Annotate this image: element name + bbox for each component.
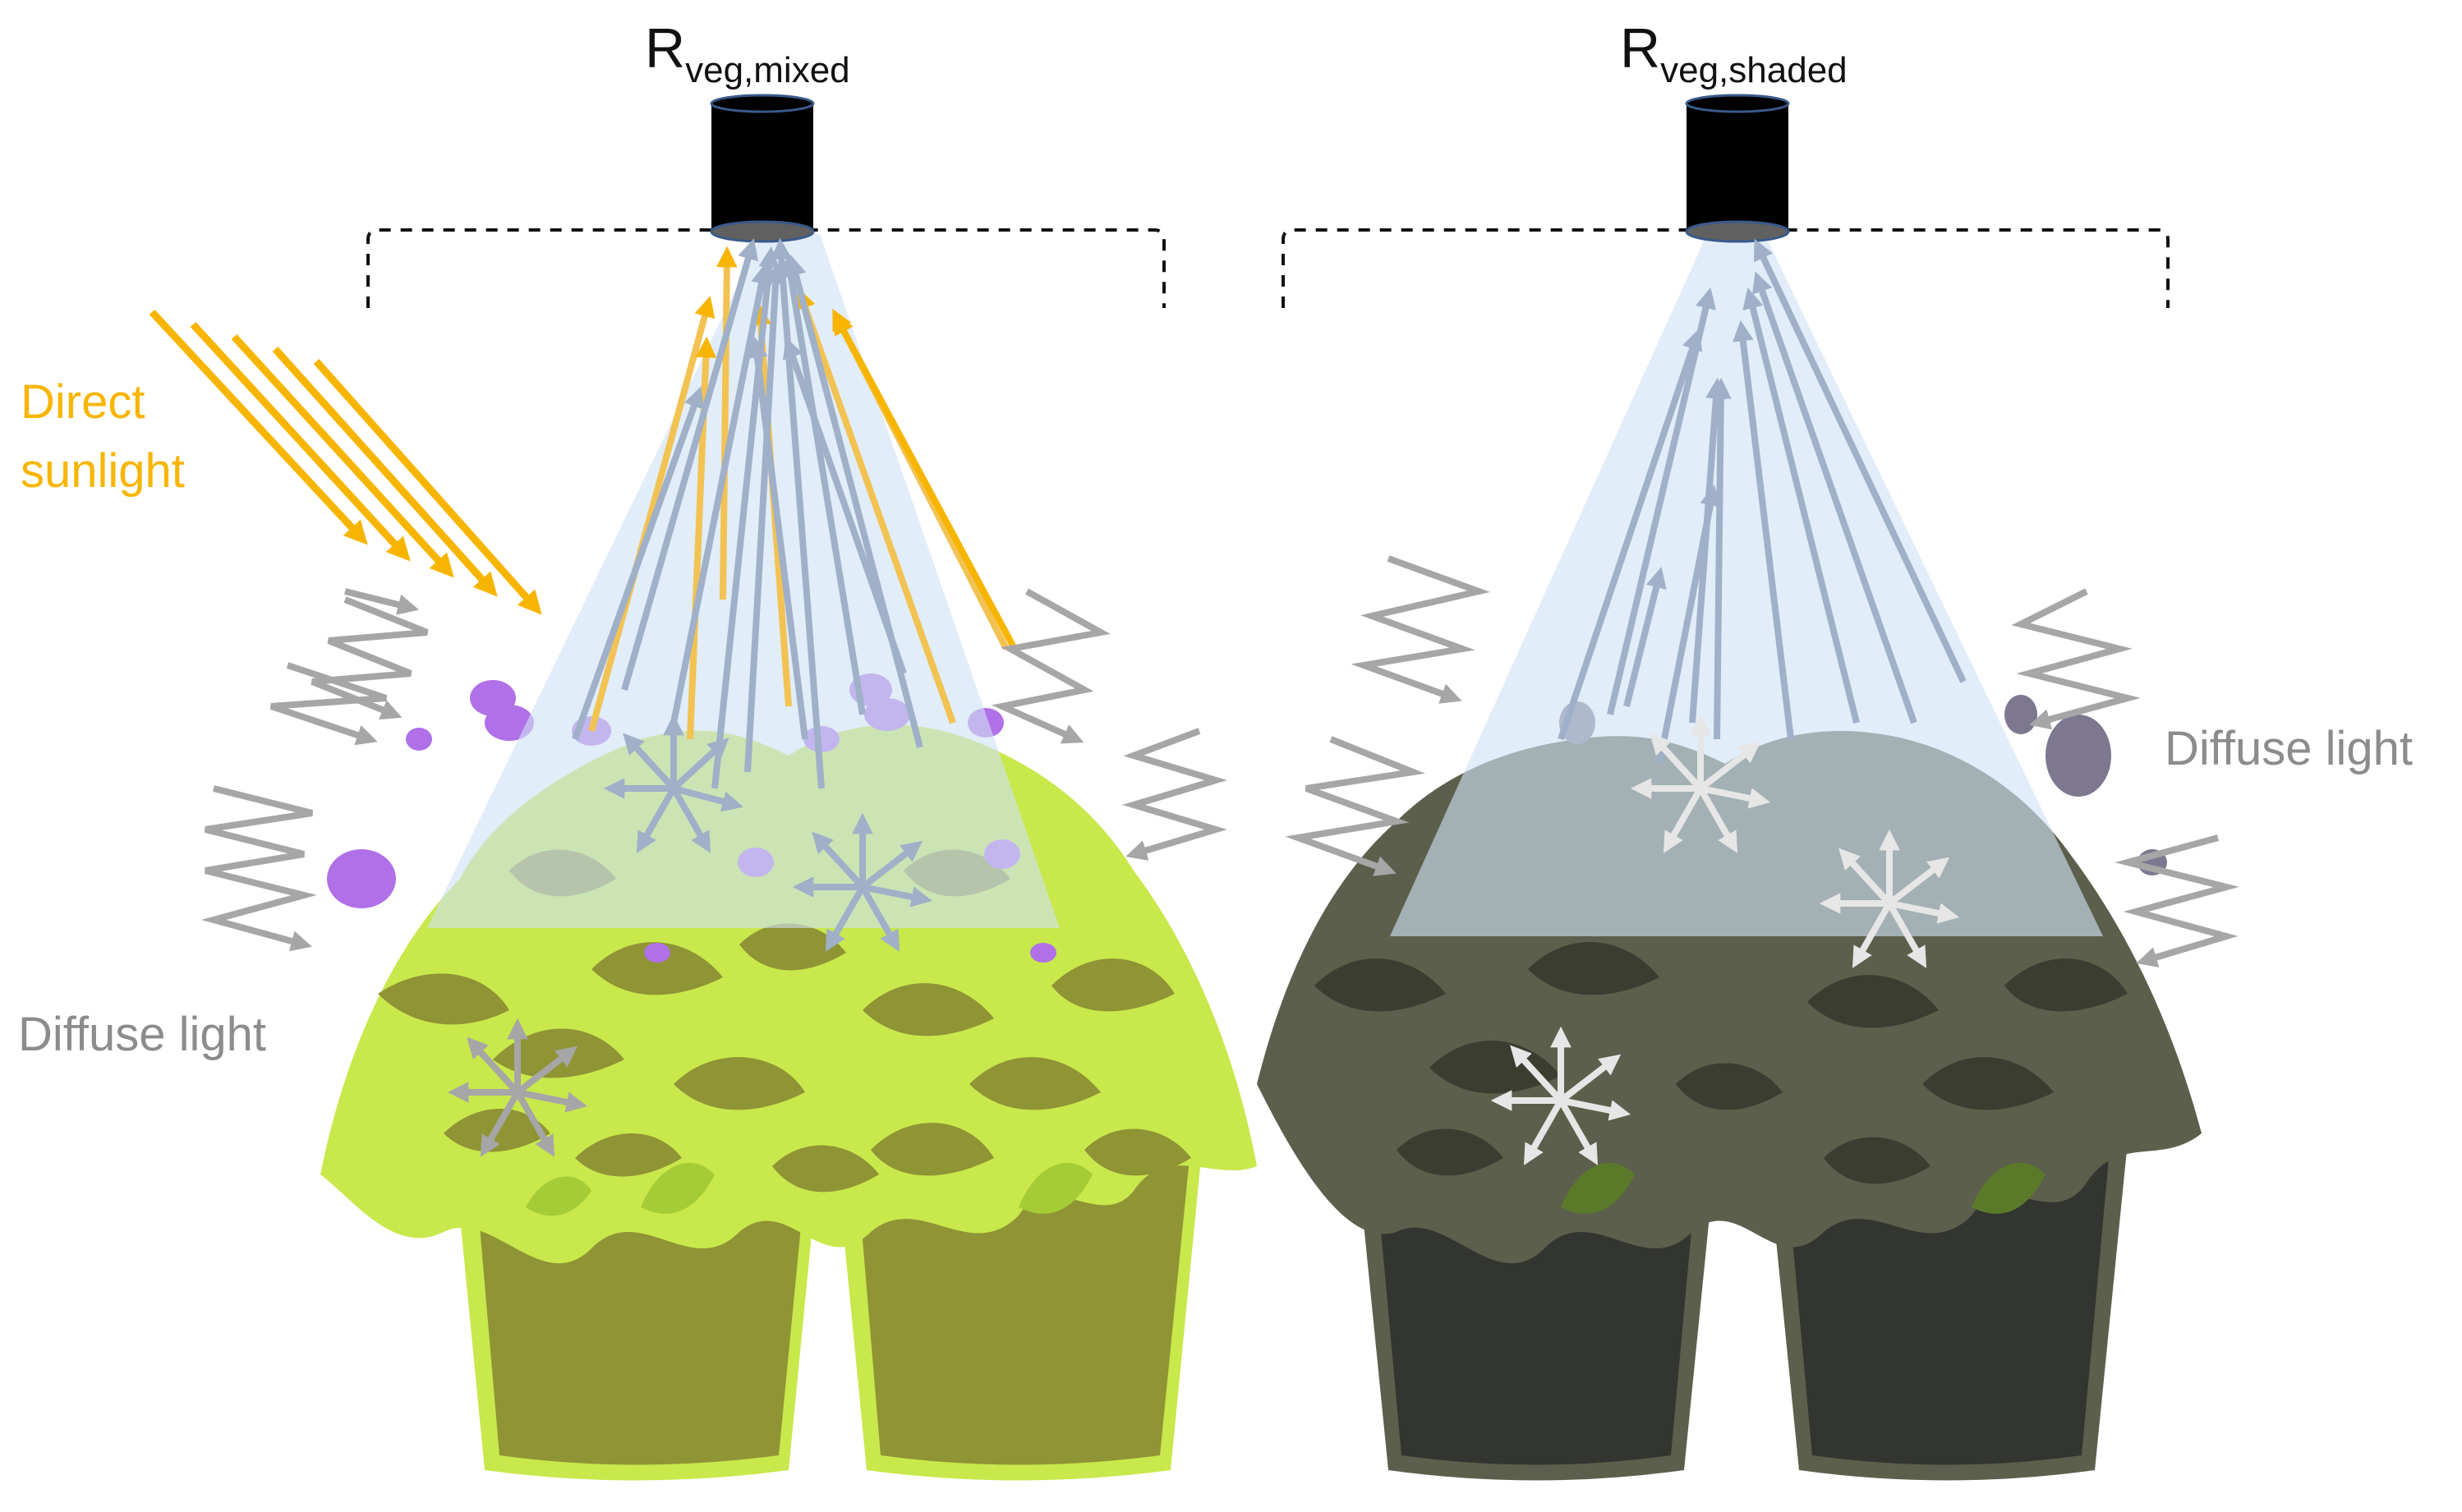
reflected-arrows-shaded (1558, 238, 1967, 765)
scatter-star-6 (1490, 1026, 1631, 1165)
scatter-star-2 (792, 812, 933, 952)
scatter-star-1 (603, 714, 743, 853)
direct-sunlight-label: Direct sunlight (21, 368, 185, 506)
direct-sunlight-label-line2: sunlight (21, 444, 185, 498)
sensor-label-shaded-sub: veg,shaded (1660, 50, 1848, 90)
scatter-star-4 (1630, 714, 1771, 853)
sensor-label-mixed: Rveg,mixed (645, 16, 850, 91)
fov-cone-shaded (1390, 234, 2103, 936)
sensor-mixed (710, 94, 815, 243)
sensor-label-mixed-main: R (645, 17, 686, 80)
sensor-label-mixed-sub: veg,mixed (685, 50, 850, 90)
reflected-arrows-mixed (572, 237, 1018, 789)
direct-sunlight-label-line1: Direct (21, 375, 145, 429)
sensor-shaded (1685, 94, 1790, 243)
diffuse-arrows (200, 555, 2239, 967)
sensor-label-shaded: Rveg,shaded (1620, 16, 1848, 91)
direct-sunlight-arrows (149, 309, 542, 615)
diffuse-light-label-left: Diffuse light (18, 1008, 266, 1061)
diffuse-light-label-right: Diffuse light (2165, 722, 2413, 775)
sensor-label-shaded-main: R (1620, 17, 1661, 80)
fov-cone-mixed (427, 234, 1060, 928)
scatter-star-3 (447, 1018, 588, 1157)
scatter-star-5 (1819, 829, 1960, 968)
